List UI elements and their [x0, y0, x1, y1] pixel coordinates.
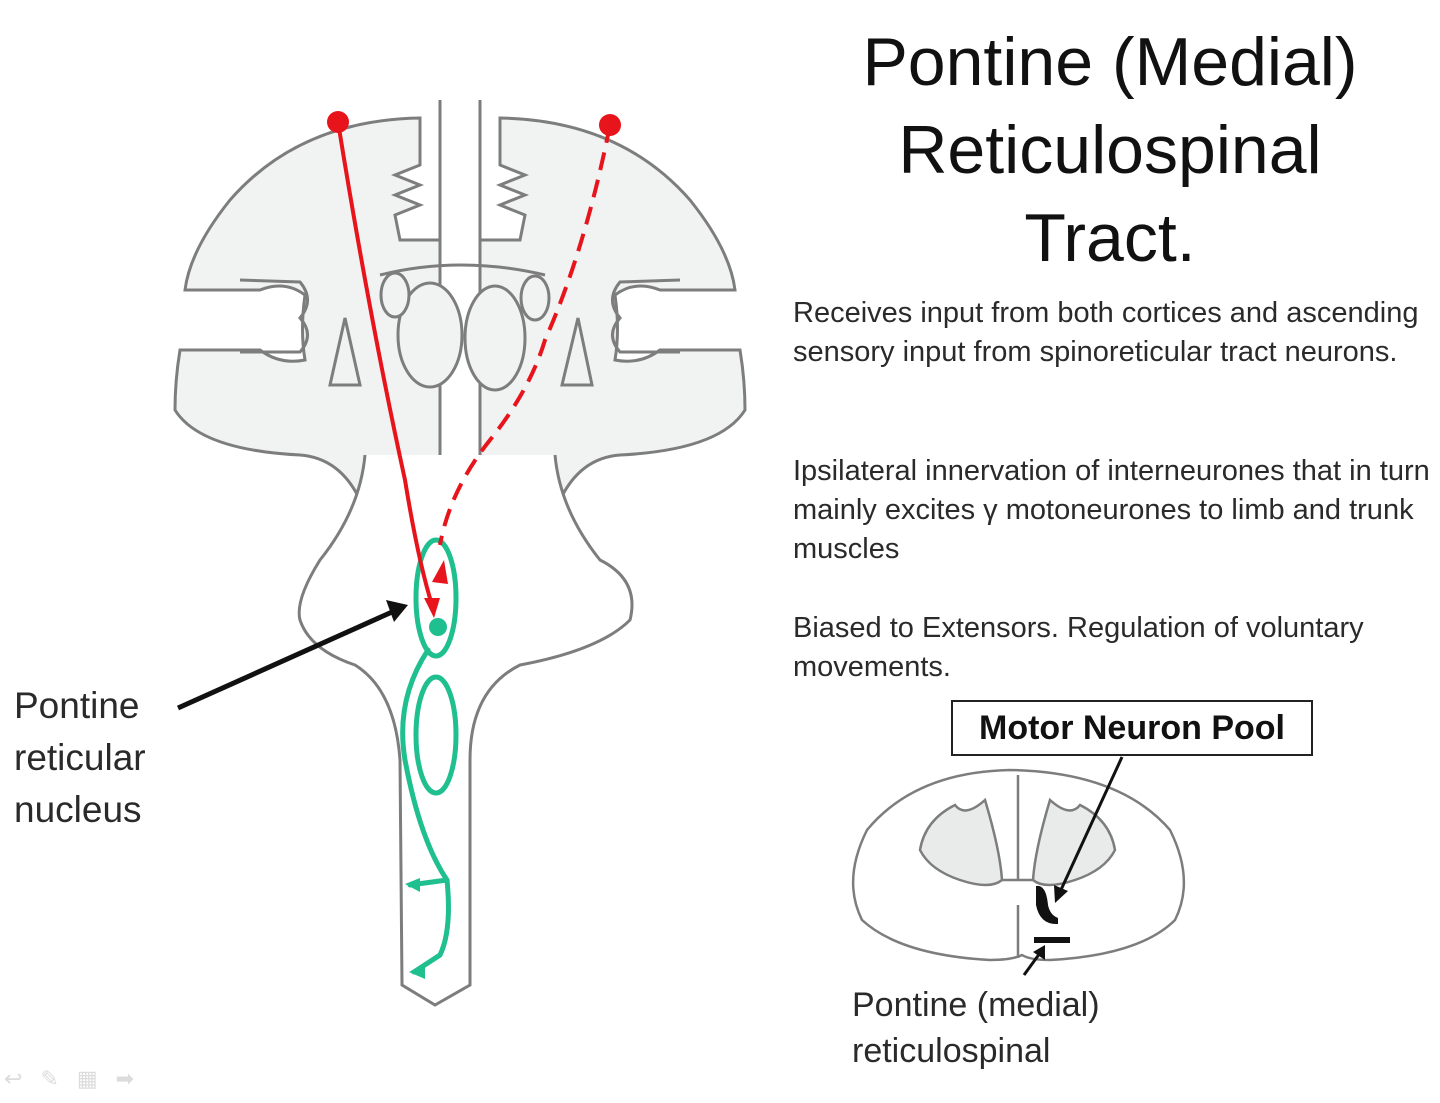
nucleus-dot	[429, 618, 447, 636]
title-line-1: Pontine (Medial)	[862, 24, 1358, 100]
tract-label-line-2: reticulospinal	[852, 1032, 1051, 1070]
menu-icon[interactable]: ▦	[76, 1066, 116, 1091]
motor-neuron-pool-mark	[1036, 885, 1058, 925]
title-line-3: Tract.	[1024, 200, 1196, 276]
nucleus-pointer-arrowhead	[386, 600, 408, 622]
arrow-left-icon[interactable]: ↩	[4, 1066, 41, 1091]
tract-label-line-1: Pontine (medial)	[852, 986, 1100, 1024]
arrow-right-icon[interactable]: ➡	[115, 1066, 153, 1091]
tract-arrowhead	[1033, 945, 1045, 960]
spinal-cord-section	[851, 768, 1186, 962]
cortex-neuron-right	[599, 114, 621, 136]
pen-icon[interactable]: ✎	[40, 1066, 77, 1091]
cerebrum-outline	[173, 100, 747, 507]
arrowhead-right	[432, 560, 448, 584]
cortical-input-pathways	[336, 121, 612, 606]
motor-neuron-pool-label: Motor Neuron Pool	[951, 700, 1313, 756]
synapse-lower	[409, 963, 425, 979]
tract-label: Pontine (medial) reticulospinal	[852, 982, 1100, 1074]
paragraph-bias: Biased to Extensors. Regulation of volun…	[793, 612, 1364, 683]
nucleus-label: Pontine reticular nucleus	[14, 680, 146, 836]
motor-pool-arrowhead	[1054, 885, 1068, 903]
brainstem-outline	[297, 454, 634, 1007]
tract-pointer	[1022, 952, 1042, 976]
slide-title: Pontine (Medial) Reticulospinal Tract.	[800, 18, 1420, 282]
synapse-upper	[405, 878, 420, 892]
reticulospinal-pathway	[400, 537, 459, 975]
arrowhead-left	[424, 598, 440, 618]
slide-nav: ↩✎▦➡	[4, 1066, 152, 1092]
title-line-2: Reticulospinal	[898, 112, 1322, 188]
paragraph-input: Receives input from both cortices and as…	[793, 297, 1419, 368]
nucleus-label-line-2: reticular	[14, 737, 146, 778]
paragraph-innervation: Ipsilateral innervation of interneurones…	[793, 455, 1430, 565]
nucleus-label-line-1: Pontine	[14, 685, 140, 726]
motor-pool-pointer	[1058, 756, 1124, 893]
nucleus-label-line-3: nucleus	[14, 789, 142, 830]
cortex-neuron-left	[327, 111, 349, 133]
nucleus-pointer-line	[176, 609, 394, 711]
